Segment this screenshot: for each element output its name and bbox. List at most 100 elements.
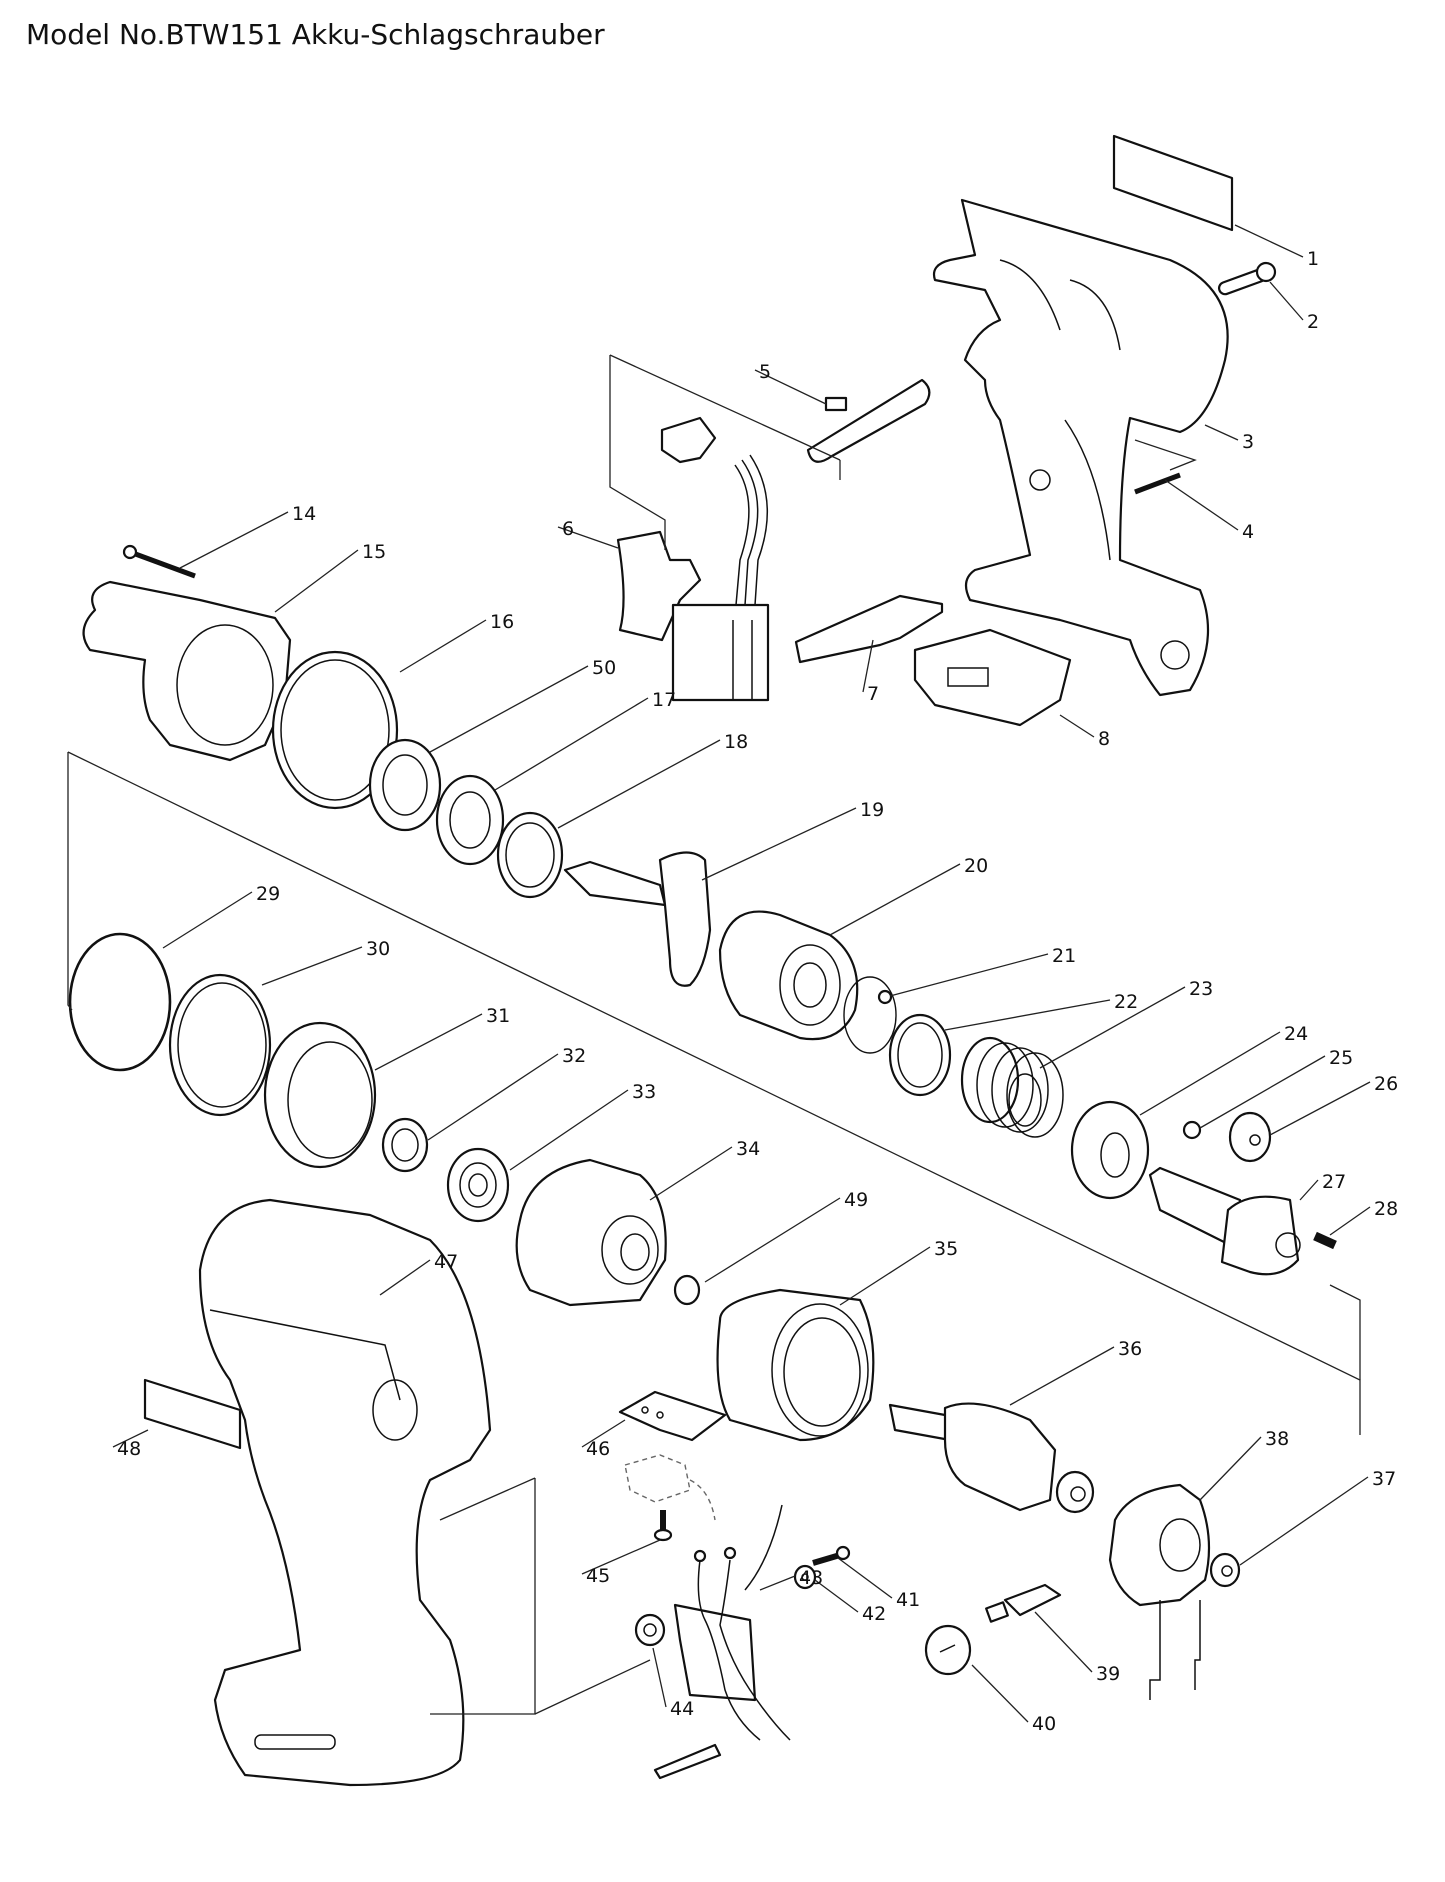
leader-line-18 [557, 739, 721, 829]
part-26-gear [1228, 1111, 1272, 1163]
leader-line-16 [399, 619, 487, 673]
leader-line-5 [754, 369, 827, 405]
part-label-36: 36 [1118, 1338, 1142, 1360]
part-39-carbon-brush [985, 1583, 1062, 1623]
part-label-43: 43 [799, 1567, 823, 1589]
leader-line-23 [1039, 986, 1186, 1069]
leader-line-50 [429, 665, 589, 753]
part-43-lead-unit [653, 1504, 791, 1780]
part-24-washer [1070, 1100, 1150, 1200]
leader-line-48 [112, 1429, 149, 1448]
leader-line-14 [179, 511, 289, 569]
part-16-gasket [271, 650, 399, 810]
part-label-25: 25 [1329, 1047, 1353, 1069]
part-label-22: 22 [1114, 991, 1138, 1013]
leader-line-37 [1239, 1476, 1369, 1566]
part-25-ball [1182, 1120, 1202, 1140]
part-6-switch [616, 416, 770, 702]
part-18-o-ring [496, 811, 564, 899]
part-label-50: 50 [592, 657, 616, 679]
part-label-34: 34 [736, 1138, 760, 1160]
part-5-switch-lever [806, 378, 931, 463]
part-label-29: 29 [256, 883, 280, 905]
grouping-lines [67, 354, 1361, 1715]
leader-line-29 [162, 891, 253, 949]
part-50-washer [368, 738, 442, 832]
leader-line-36 [1009, 1346, 1115, 1406]
part-label-1: 1 [1307, 248, 1319, 270]
leader-line-1 [1234, 224, 1304, 258]
part-7-slide-plate [794, 594, 944, 664]
part-label-49: 49 [844, 1189, 868, 1211]
part-31-internal-gear [263, 1021, 377, 1169]
part-label-3: 3 [1242, 431, 1254, 453]
part-label-48: 48 [117, 1438, 141, 1460]
leader-line-44 [652, 1647, 667, 1708]
part-label-35: 35 [934, 1238, 958, 1260]
leader-line-49 [704, 1197, 841, 1283]
part-label-27: 27 [1322, 1171, 1346, 1193]
part-label-26: 26 [1374, 1073, 1398, 1095]
leader-line-4 [1164, 479, 1239, 531]
part-15-hammer-case [82, 580, 292, 762]
leader-line-19 [701, 807, 857, 881]
part-label-24: 24 [1284, 1023, 1308, 1045]
part-label-42: 42 [862, 1603, 886, 1625]
part-30-retaining-ring [168, 973, 272, 1117]
part-label-20: 20 [964, 855, 988, 877]
part-label-32: 32 [562, 1045, 586, 1067]
leader-line-30 [261, 946, 363, 986]
part-1-label-plate [1112, 134, 1234, 232]
part-8-terminal-holder [913, 628, 1072, 727]
part-label-28: 28 [1374, 1198, 1398, 1220]
part-label-30: 30 [366, 938, 390, 960]
part-49-o-ring [673, 1274, 701, 1306]
part-label-37: 37 [1372, 1468, 1396, 1490]
part-label-15: 15 [362, 541, 386, 563]
leader-line-20 [829, 863, 961, 936]
part-29-ring-spring [68, 932, 172, 1072]
part-label-45: 45 [586, 1565, 610, 1587]
part-37-rubber-ring [1209, 1552, 1241, 1588]
part-48-name-plate [143, 1378, 242, 1450]
part-label-47: 47 [434, 1251, 458, 1273]
part-label-39: 39 [1096, 1663, 1120, 1685]
leader-line-26 [1269, 1081, 1371, 1136]
part-45-screw [653, 1510, 673, 1542]
part-42-washer [793, 1564, 817, 1590]
part-38-motor-housing [1108, 1483, 1211, 1700]
diagram-title: Model No.BTW151 Akku-Schlagschrauber [26, 18, 605, 51]
part-22-washer [888, 1013, 952, 1097]
part-27-spindle [1148, 1166, 1301, 1276]
leader-line-35 [839, 1246, 931, 1306]
leader-line-41 [837, 1557, 893, 1599]
leader-line-38 [1199, 1436, 1262, 1501]
leader-line-39 [1034, 1611, 1093, 1673]
part-label-38: 38 [1265, 1428, 1289, 1450]
part-47-housing [198, 1198, 492, 1787]
leader-line-7 [862, 639, 874, 693]
part-label-21: 21 [1052, 945, 1076, 967]
part-label-41: 41 [896, 1589, 920, 1611]
part-labels: 1234567814151650171819202122232425262728… [117, 248, 1398, 1735]
part-46-switch-holder [618, 1390, 727, 1521]
part-label-31: 31 [486, 1005, 510, 1027]
leader-line-17 [494, 697, 649, 791]
part-label-2: 2 [1307, 311, 1319, 333]
part-label-17: 17 [652, 689, 676, 711]
part-19-anvil [563, 851, 712, 987]
leader-line-27 [1299, 1179, 1319, 1201]
part-20-hammer [718, 910, 859, 1041]
part-2-screw [1217, 261, 1277, 296]
part-33-bearing [446, 1147, 510, 1223]
leader-line-45 [581, 1539, 661, 1575]
leader-line-15 [274, 549, 359, 613]
part-35-yoke [716, 1288, 875, 1442]
leader-line-22 [944, 999, 1111, 1031]
leader-line-2 [1269, 281, 1304, 321]
leader-line-46 [581, 1419, 626, 1448]
part-14-screw [122, 544, 196, 579]
part-34-gear-housing [515, 1158, 667, 1307]
leader-line-21 [889, 953, 1049, 997]
leader-line-32 [427, 1053, 559, 1141]
